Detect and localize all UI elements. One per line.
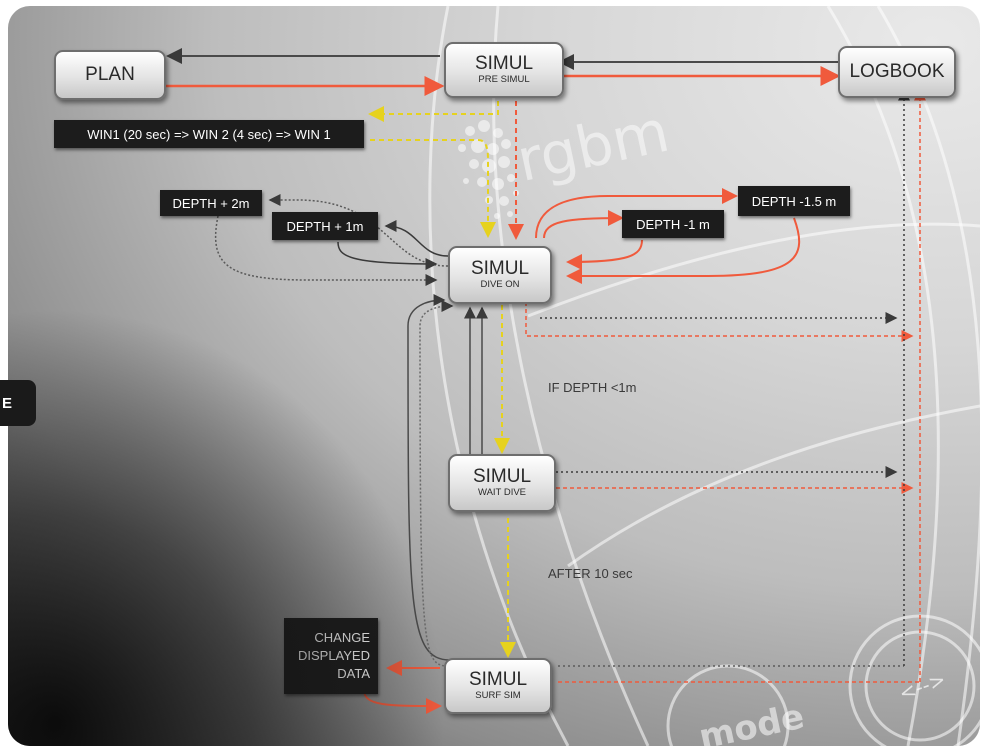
simul-surf-sim-node[interactable]: SIMUL SURF SIM	[444, 658, 552, 714]
depth-minus-1m-label: DEPTH -1 m	[622, 210, 724, 238]
plan-simul-links	[160, 48, 445, 96]
change-line-3: DATA	[337, 666, 370, 681]
dive-to-logbook-links	[525, 88, 926, 683]
plan-label: PLAN	[85, 64, 135, 85]
simul-pre-simul-node[interactable]: SIMUL PRE SIMUL	[444, 42, 564, 98]
change-line-2: DISPLAYED	[297, 648, 370, 663]
simul-wait-label: SIMUL	[472, 466, 532, 487]
simul-pre-label: SIMUL	[474, 53, 534, 74]
depth-plus-2m-label: DEPTH + 2m	[160, 190, 262, 216]
simul-dive-label: SIMUL	[470, 258, 530, 279]
logbook-label: LOGBOOK	[849, 61, 945, 82]
return-to-dive-links	[407, 294, 488, 667]
simul-dive-sublabel: DIVE ON	[480, 279, 520, 290]
simul-dive-on-node[interactable]: SIMUL DIVE ON	[448, 246, 552, 304]
simul-logbook-links	[558, 54, 841, 86]
logbook-node[interactable]: LOGBOOK	[838, 46, 956, 98]
depth-plus-1m-label: DEPTH + 1m	[272, 212, 378, 240]
plan-node[interactable]: PLAN	[54, 50, 166, 100]
diagram-panel: rgbm mode <-->	[8, 6, 980, 746]
background-art: rgbm mode <-->	[428, 6, 980, 746]
simul-surf-label: SIMUL	[468, 669, 528, 690]
simul-wait-dive-node[interactable]: SIMUL WAIT DIVE	[448, 454, 556, 512]
change-data-links	[363, 660, 442, 714]
depth-minus-1-5m-label: DEPTH -1.5 m	[738, 186, 850, 216]
depth-minus-links	[535, 188, 801, 284]
simul-wait-sublabel: WAIT DIVE	[477, 487, 527, 498]
win-cycle-label: WIN1 (20 sec) => WIN 2 (4 sec) => WIN 1	[54, 120, 364, 148]
simul-surf-sublabel: SURF SIM	[475, 690, 521, 701]
change-line-1: CHANGE	[314, 630, 370, 645]
depth-plus-links	[214, 194, 449, 286]
flow-lines	[160, 48, 926, 714]
win-cycle-links	[368, 92, 516, 658]
section-tab: E	[0, 380, 36, 426]
after-10-sec-note: AFTER 10 sec	[548, 566, 633, 581]
simul-pre-sublabel: PRE SIMUL	[478, 74, 530, 85]
if-depth-note: IF DEPTH <1m	[548, 380, 637, 395]
change-displayed-data-label: CHANGE DISPLAYED DATA	[284, 618, 378, 694]
